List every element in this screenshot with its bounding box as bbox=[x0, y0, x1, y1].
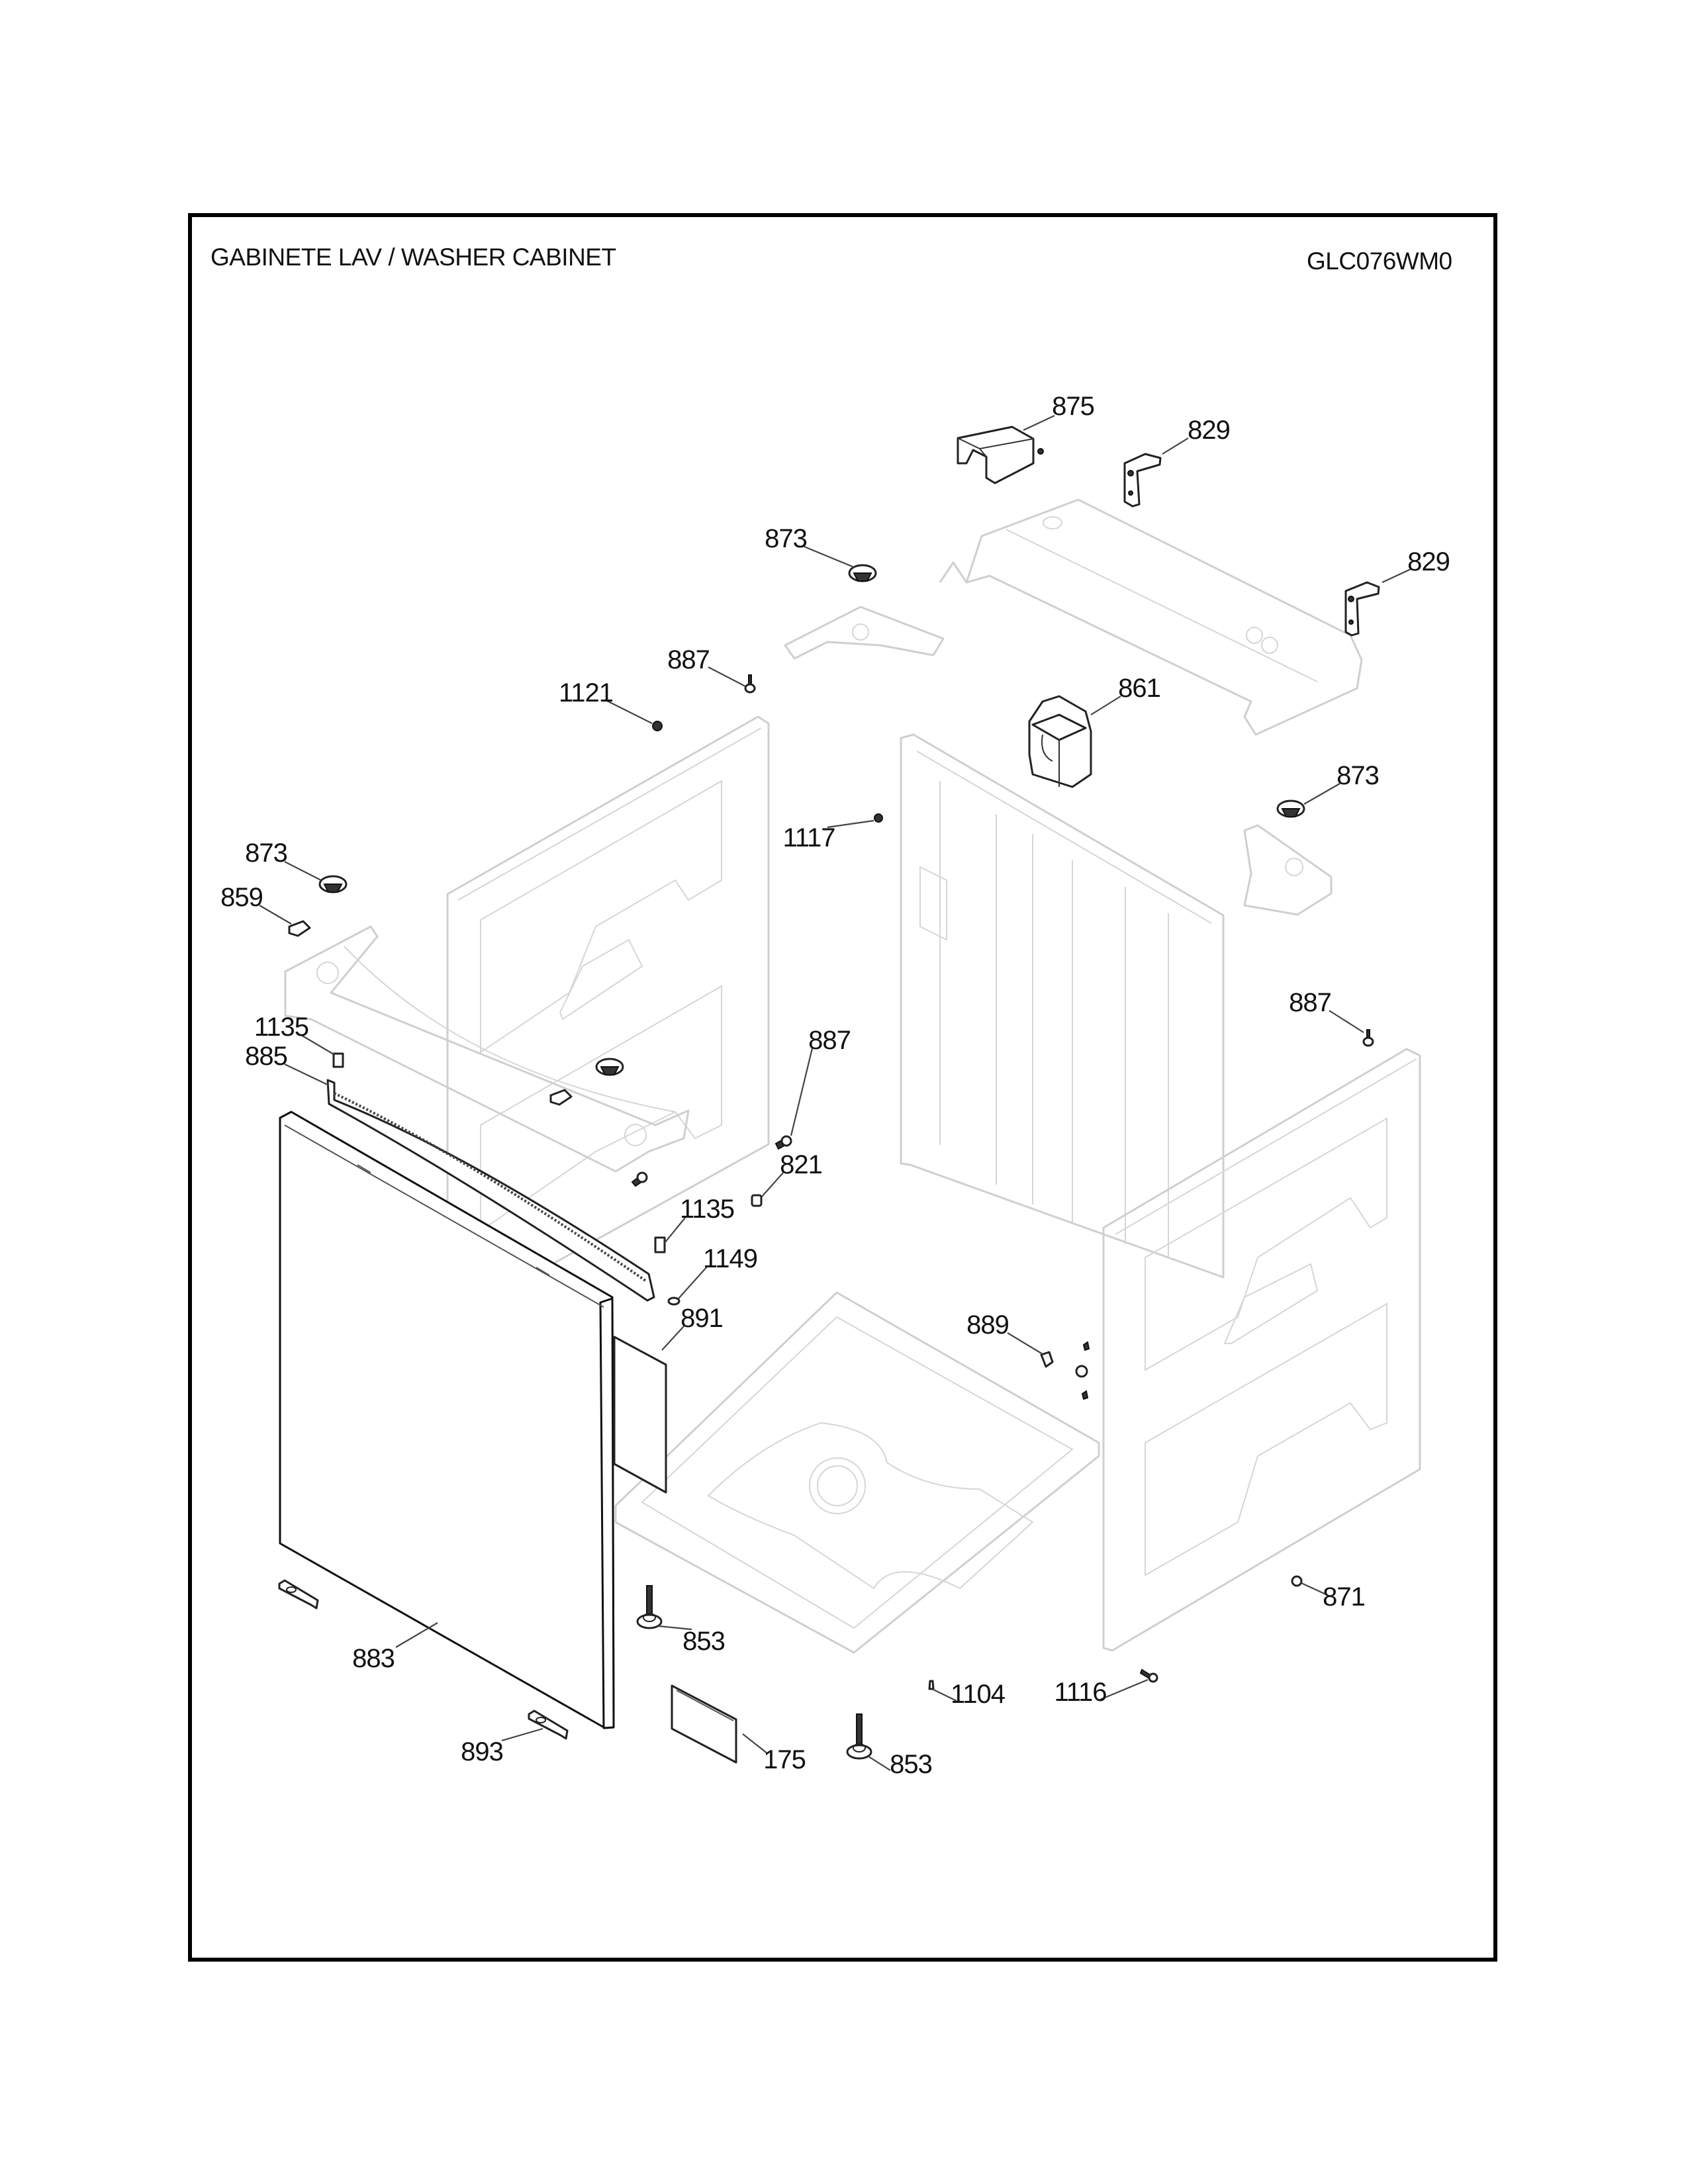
screw-887-top[interactable] bbox=[744, 674, 756, 694]
callout-873-top[interactable]: 873 bbox=[765, 524, 808, 553]
screw-1117[interactable] bbox=[874, 813, 883, 823]
clip-859-left[interactable] bbox=[288, 920, 311, 937]
callout-873-right[interactable]: 873 bbox=[1336, 761, 1380, 790]
model-number: GLC076WM0 bbox=[1307, 248, 1452, 275]
callout-887-top[interactable]: 887 bbox=[667, 645, 710, 674]
callout-1135-left[interactable]: 1135 bbox=[254, 1013, 309, 1042]
screw-1121[interactable] bbox=[652, 721, 663, 731]
callout-891[interactable]: 891 bbox=[680, 1304, 724, 1333]
label-card-175[interactable] bbox=[671, 1684, 737, 1764]
callout-871[interactable]: 871 bbox=[1323, 1582, 1366, 1612]
motor-cover-861[interactable] bbox=[1028, 695, 1092, 788]
clip-893-left[interactable] bbox=[278, 1579, 319, 1610]
hinge-bracket-829-top[interactable] bbox=[1123, 453, 1162, 508]
insulation-plate-891[interactable] bbox=[613, 1336, 667, 1494]
back-panel-ghost bbox=[900, 733, 1225, 1279]
grommet-873-top[interactable] bbox=[848, 564, 877, 582]
screw-1149[interactable] bbox=[667, 1297, 680, 1306]
callout-1149[interactable]: 1149 bbox=[703, 1244, 758, 1273]
clip-859-center[interactable] bbox=[549, 1089, 573, 1106]
hinge-bracket-829-right[interactable] bbox=[1344, 581, 1380, 637]
callout-1121[interactable]: 1121 bbox=[559, 678, 614, 707]
callout-175[interactable]: 175 bbox=[763, 1745, 806, 1774]
screw-unlabeled-center bbox=[631, 1171, 648, 1187]
callout-829-top[interactable]: 829 bbox=[1188, 416, 1231, 445]
top-left-corner-bracket-ghost bbox=[784, 606, 945, 660]
callout-853-left[interactable]: 853 bbox=[682, 1627, 726, 1656]
callout-821[interactable]: 821 bbox=[780, 1150, 823, 1179]
clip-893[interactable] bbox=[528, 1709, 569, 1740]
base-frame-ghost bbox=[614, 1291, 1100, 1654]
callout-889[interactable]: 889 bbox=[966, 1310, 1009, 1340]
clip-1135-mid[interactable] bbox=[654, 1236, 666, 1253]
clip-889[interactable] bbox=[1040, 1351, 1054, 1368]
spacer-821[interactable] bbox=[751, 1194, 763, 1207]
top-frame-ghost bbox=[939, 498, 1363, 736]
screw-1116[interactable] bbox=[1139, 1668, 1158, 1683]
leveling-foot-853-left[interactable] bbox=[636, 1585, 663, 1629]
bracket-875[interactable] bbox=[957, 426, 1044, 484]
callout-887-mid[interactable]: 887 bbox=[808, 1026, 851, 1055]
front-rail-885[interactable] bbox=[326, 1079, 655, 1302]
callout-887-right[interactable]: 887 bbox=[1289, 988, 1332, 1017]
callout-861[interactable]: 861 bbox=[1118, 674, 1161, 703]
nut-871[interactable] bbox=[1291, 1575, 1303, 1587]
callout-labels: 875 829 829 873 887 1121 861 873 1117 87… bbox=[220, 392, 1450, 1779]
callout-1116[interactable]: 1116 bbox=[1054, 1678, 1107, 1707]
callout-893[interactable]: 893 bbox=[461, 1737, 504, 1766]
grommet-873-center[interactable] bbox=[595, 1058, 624, 1076]
callout-885[interactable]: 885 bbox=[245, 1042, 288, 1071]
screw-1104[interactable] bbox=[928, 1680, 935, 1690]
callout-1135-mid[interactable]: 1135 bbox=[680, 1195, 735, 1224]
clip-1135-left[interactable] bbox=[332, 1052, 344, 1068]
callout-1117[interactable]: 1117 bbox=[782, 823, 835, 852]
diagram-border bbox=[188, 213, 1497, 1962]
callout-1104[interactable]: 1104 bbox=[951, 1680, 1006, 1709]
grommet-873-right[interactable] bbox=[1276, 799, 1305, 818]
callout-859[interactable]: 859 bbox=[220, 883, 263, 912]
leader-lines bbox=[259, 415, 1411, 1771]
callout-853-right[interactable]: 853 bbox=[890, 1750, 933, 1779]
top-right-corner-bracket-ghost bbox=[1243, 824, 1333, 916]
screws-889-group bbox=[1075, 1341, 1090, 1400]
screw-887-right[interactable] bbox=[1362, 1029, 1374, 1047]
callout-829-right[interactable]: 829 bbox=[1407, 547, 1450, 576]
screw-887-mid[interactable] bbox=[774, 1135, 792, 1150]
callout-875[interactable]: 875 bbox=[1052, 392, 1095, 421]
front-top-bracket-ghost bbox=[284, 925, 690, 1173]
grommet-873-left[interactable] bbox=[318, 875, 348, 893]
right-side-panel-ghost bbox=[1102, 1048, 1421, 1652]
left-side-panel-ghost bbox=[446, 715, 770, 1318]
callout-883[interactable]: 883 bbox=[352, 1644, 395, 1673]
door-panel-883[interactable] bbox=[279, 1111, 615, 1729]
diagram-title: GABINETE LAV / WASHER CABINET bbox=[211, 244, 616, 271]
callout-873-left[interactable]: 873 bbox=[245, 839, 288, 868]
leveling-foot-853-right[interactable] bbox=[846, 1713, 872, 1760]
